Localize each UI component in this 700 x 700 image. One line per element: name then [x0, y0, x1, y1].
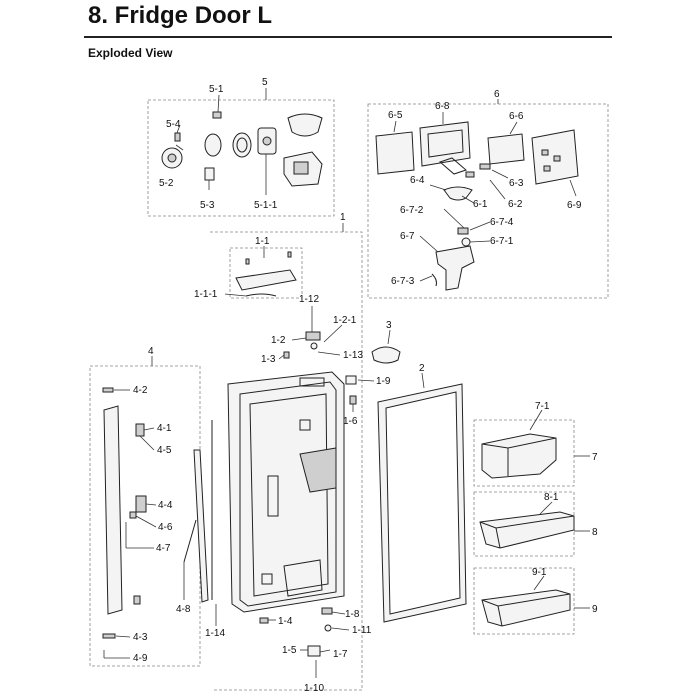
screw-part — [174, 132, 181, 142]
label-5-3: 5-3 — [200, 200, 215, 211]
label-1-11: 1-11 — [352, 625, 372, 636]
group-9-shelf — [473, 567, 590, 635]
label-4-4: 4-4 — [158, 500, 173, 511]
door-body — [227, 371, 345, 613]
label-1-8: 1-8 — [345, 609, 360, 620]
label-7: 7 — [592, 452, 598, 463]
hinge-cover-part — [305, 331, 321, 341]
label-6-1: 6-1 — [473, 199, 488, 210]
label-6: 6 — [494, 89, 500, 100]
label-5: 5 — [262, 77, 268, 88]
panel-part — [375, 131, 415, 175]
group-1-box — [210, 231, 363, 691]
trim-strip-part — [193, 449, 209, 603]
group-5-box — [147, 99, 335, 217]
label-6-3: 6-3 — [509, 178, 524, 189]
door-guard-part — [481, 589, 571, 627]
label-3: 3 — [386, 320, 392, 331]
duct-part — [287, 113, 323, 137]
page-title: 8. Fridge Door L — [88, 2, 273, 29]
label-9: 9 — [592, 604, 598, 615]
label-9-1: 9-1 — [532, 567, 547, 578]
hinge-bottom-part — [307, 645, 321, 657]
ring-part — [232, 132, 252, 158]
label-6-7-2: 6-7-2 — [400, 205, 424, 216]
label-6-9: 6-9 — [567, 200, 582, 211]
label-6-6: 6-6 — [509, 111, 524, 122]
group-7-bin — [473, 409, 590, 487]
group-1-door-assembly — [210, 223, 401, 691]
label-1-10: 1-10 — [304, 683, 324, 694]
part-labels: 5 5-1 5-4 5-2 5-3 5-1-1 6 6-8 6-5 6-6 6-… — [133, 77, 598, 694]
label-7-1: 7-1 — [535, 401, 550, 412]
label-1-3: 1-3 — [261, 354, 276, 365]
label-6-7: 6-7 — [400, 231, 415, 242]
label-1-4: 1-4 — [278, 616, 293, 627]
label-4-5: 4-5 — [157, 445, 172, 456]
label-1-9: 1-9 — [376, 376, 391, 387]
bin-part — [481, 433, 557, 479]
label-4-8: 4-8 — [176, 604, 191, 615]
lever-part — [443, 186, 473, 201]
label-6-8: 6-8 — [435, 101, 450, 112]
group-5-ice-maker — [147, 88, 335, 217]
handle-bar-part — [103, 405, 123, 615]
label-1-2-1: 1-2-1 — [333, 315, 357, 326]
label-1-1-1: 1-1-1 — [194, 289, 218, 300]
label-4-7: 4-7 — [156, 543, 171, 554]
label-4-1: 4-1 — [157, 423, 172, 434]
panel-part — [487, 133, 525, 165]
label-4-2: 4-2 — [133, 385, 148, 396]
label-6-7-3: 6-7-3 — [391, 276, 415, 287]
cap-decoration-part — [235, 269, 297, 291]
label-1: 1 — [340, 212, 346, 223]
label-6-2: 6-2 — [508, 199, 523, 210]
bracket-part — [204, 167, 215, 181]
label-6-4: 6-4 — [410, 175, 425, 186]
label-1-7: 1-7 — [333, 649, 348, 660]
group-6-dispenser — [367, 99, 609, 299]
gasket-2 — [377, 372, 467, 623]
label-6-7-1: 6-7-1 — [490, 236, 514, 247]
label-4-3: 4-3 — [133, 632, 148, 643]
label-8: 8 — [592, 527, 598, 538]
label-5-1: 5-1 — [209, 84, 224, 95]
label-1-12: 1-12 — [299, 294, 319, 305]
label-6-5: 6-5 — [388, 110, 403, 121]
hinge-part — [345, 375, 357, 385]
label-5-4: 5-4 — [166, 119, 181, 130]
dispenser-cavity — [299, 447, 337, 493]
label-1-1: 1-1 — [255, 236, 270, 247]
label-4-6: 4-6 — [158, 522, 173, 533]
label-1-14: 1-14 — [205, 628, 225, 639]
label-6-7-4: 6-7-4 — [490, 217, 514, 228]
ring-part — [204, 133, 222, 157]
wire-part — [245, 293, 277, 297]
door-guard-part — [479, 511, 575, 549]
title-rule — [84, 36, 612, 38]
label-1-6: 1-6 — [343, 416, 358, 427]
label-4: 4 — [148, 346, 154, 357]
label-4-9: 4-9 — [133, 653, 148, 664]
chute-part — [435, 245, 475, 291]
gasket-part — [371, 346, 401, 364]
diagram-subtitle: Exploded View — [88, 46, 173, 60]
label-5-2: 5-2 — [159, 178, 174, 189]
group-4-handle-trim — [89, 356, 209, 667]
label-8-1: 8-1 — [544, 492, 559, 503]
label-1-5: 1-5 — [282, 645, 297, 656]
label-1-13: 1-13 — [343, 350, 363, 361]
label-2: 2 — [419, 363, 425, 374]
group-8-shelf — [473, 491, 590, 557]
label-5-1-1: 5-1-1 — [254, 200, 278, 211]
group-6-box — [367, 103, 609, 299]
label-1-2: 1-2 — [271, 335, 286, 346]
